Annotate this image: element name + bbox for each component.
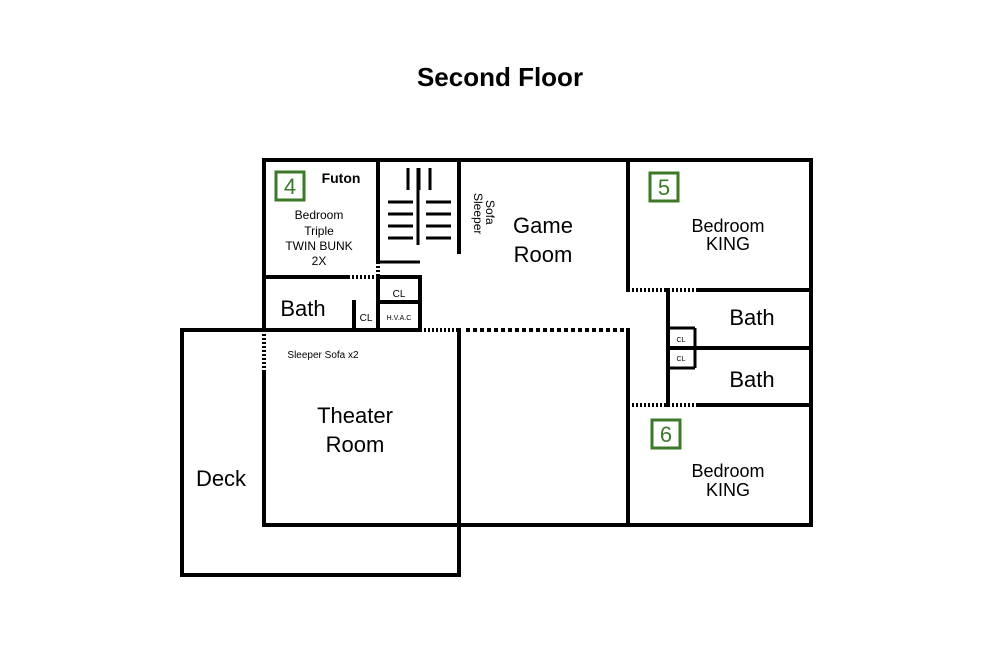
futon-label: Futon: [322, 170, 361, 186]
room-badge-5: 5: [648, 171, 680, 203]
game-room-label-1: Game: [513, 213, 573, 238]
bedroom5-label-2: KING: [706, 234, 750, 254]
bedroom4-label-3: TWIN BUNK: [285, 239, 352, 253]
badge-number-5: 5: [658, 175, 670, 200]
theater-room-label-1: Theater: [317, 403, 393, 428]
bedroom4-label-4: 2X: [312, 254, 327, 268]
cl-right-upper-label: CL: [677, 337, 686, 344]
bath-right-upper-label: Bath: [729, 305, 774, 330]
room-badge-4: 4: [274, 170, 306, 202]
bedroom4-label-1: Bedroom: [295, 208, 344, 222]
staircase: [388, 168, 451, 245]
cl-lower-label: CL: [360, 313, 373, 324]
bath-right-lower-label: Bath: [729, 367, 774, 392]
doorways: [262, 262, 698, 407]
bedroom6-label-1: Bedroom: [691, 461, 764, 481]
room-badge-6: 6: [650, 418, 682, 450]
sleeper-sofa-label-1: Sleeper: [471, 193, 485, 234]
walls: [180, 158, 813, 577]
bedroom4-label-2: Triple: [304, 224, 334, 238]
cl-upper-label: CL: [393, 289, 406, 300]
bedroom6-label-2: KING: [706, 480, 750, 500]
page-title: Second Floor: [417, 62, 583, 92]
hvac-label: H.V.A.C: [387, 315, 412, 322]
bath-left-label: Bath: [280, 296, 325, 321]
badge-number-6: 6: [660, 422, 672, 447]
badge-number-4: 4: [284, 174, 296, 199]
sleeper-sofa-theater-label: Sleeper Sofa x2: [287, 350, 359, 361]
game-room-label-2: Room: [514, 242, 573, 267]
sleeper-sofa-label-2: Sofa: [483, 200, 497, 225]
deck-label: Deck: [196, 466, 247, 491]
cl-right-lower-label: CL: [677, 356, 686, 363]
bedroom5-label-1: Bedroom: [691, 216, 764, 236]
theater-room-label-2: Room: [326, 432, 385, 457]
